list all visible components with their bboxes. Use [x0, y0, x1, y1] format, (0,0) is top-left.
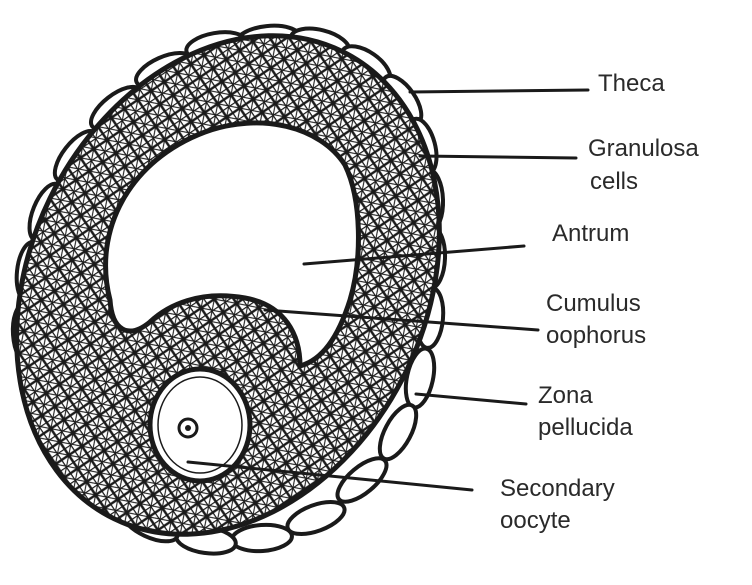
- antrum-label: Antrum: [552, 220, 629, 248]
- granulosa-leader: [420, 156, 576, 158]
- secondary-oocyte-label-line1: Secondary: [500, 475, 615, 503]
- granulosa-label-line2: cells: [590, 168, 638, 196]
- zona-leader: [416, 394, 526, 404]
- oocyte-cytoplasm: [158, 377, 242, 473]
- granulosa-label-line1: Granulosa: [588, 135, 699, 163]
- theca-label: Theca: [598, 70, 665, 98]
- oocyte-nucleolus: [185, 425, 191, 431]
- theca-leader: [410, 90, 588, 92]
- cumulus-label-line1: Cumulus: [546, 290, 641, 318]
- cumulus-label-line2: oophorus: [546, 322, 646, 350]
- zona-label-line1: Zona: [538, 382, 593, 410]
- secondary-oocyte-label-line2: oocyte: [500, 507, 571, 535]
- zona-label-line2: pellucida: [538, 414, 633, 442]
